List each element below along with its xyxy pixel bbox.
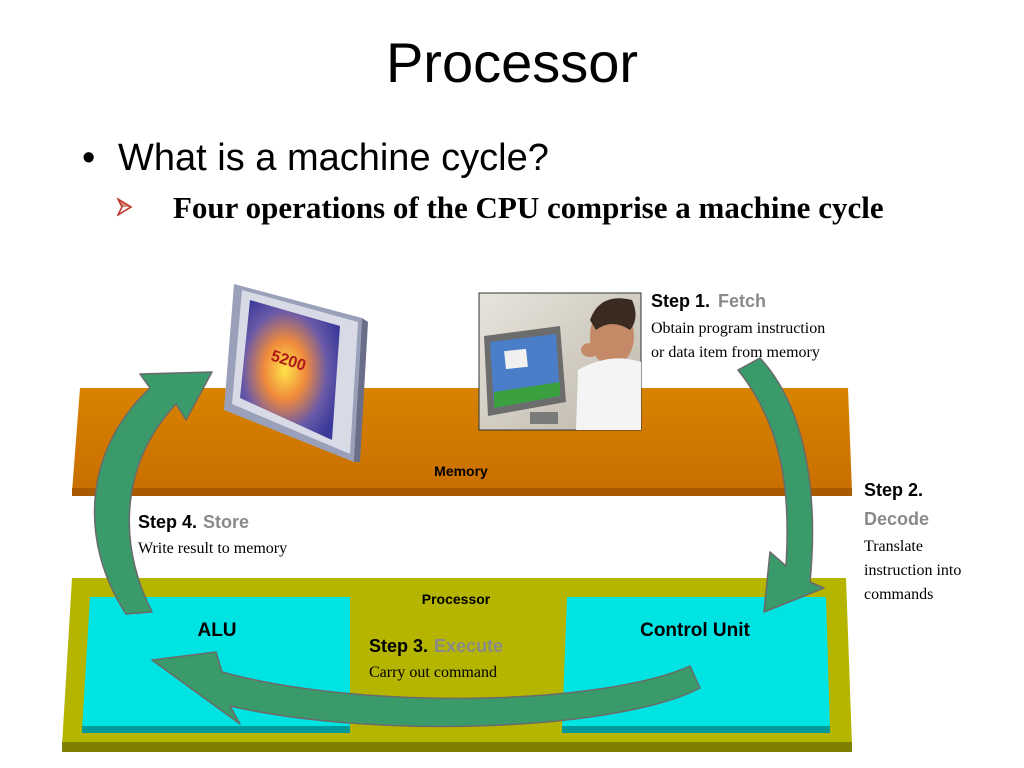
step-1-label: Step 1.Fetch Obtain program instruction … bbox=[651, 291, 825, 361]
step-4-desc-line-1: Write result to memory bbox=[138, 540, 287, 557]
cycle-arrows bbox=[93, 357, 825, 728]
step-2-desc-line-3: commands bbox=[864, 586, 933, 603]
slide-title: Processor bbox=[385, 31, 639, 94]
execute-arrow bbox=[151, 651, 701, 728]
processor-label: Processor bbox=[422, 591, 491, 607]
bullet-item: • What is a machine cycle? bbox=[82, 137, 549, 180]
step-3-name: Execute bbox=[434, 636, 503, 656]
step-3-label: Step 3. Execute Carry out command bbox=[369, 636, 503, 681]
svg-text:Step 3.Execute: Step 3. Execute bbox=[369, 636, 503, 656]
store-arrow bbox=[93, 371, 213, 615]
step-2-name: Decode bbox=[864, 509, 929, 529]
person-computer-photo bbox=[478, 292, 642, 431]
step-4-label: Step 4. Store Write result to memory bbox=[138, 512, 287, 557]
bullet-marker: • bbox=[82, 137, 96, 179]
alu-label: ALU bbox=[197, 620, 236, 641]
bullet-text: What is a machine cycle? bbox=[118, 137, 549, 179]
control-unit-label: Control Unit bbox=[640, 620, 750, 641]
step-2-desc-line-2: instruction into bbox=[864, 562, 961, 579]
step-3-desc-line-1: Carry out command bbox=[369, 664, 497, 681]
step-4-name: Store bbox=[203, 512, 249, 532]
arrowhead-bullet-icon bbox=[117, 197, 133, 217]
step-3-number: Step 3. bbox=[369, 636, 428, 656]
step-1-desc-line-2: or data item from memory bbox=[651, 344, 820, 361]
step-2-label: Step 2. Decode Translate instruction int… bbox=[864, 480, 961, 603]
monitor-image: 5200 bbox=[224, 284, 368, 462]
svg-text:Step 1.Fetch: Step 1. Fetch bbox=[651, 291, 766, 311]
step-1-number: Step 1. bbox=[651, 291, 710, 311]
step-2-desc-line-1: Translate bbox=[864, 538, 923, 555]
fetch-decode-arrow bbox=[737, 357, 825, 613]
sub-bullet-text: Four operations of the CPU comprise a ma… bbox=[173, 190, 884, 225]
step-2-number: Step 2. bbox=[864, 480, 923, 500]
svg-text:Step 4.Store: Step 4. Store bbox=[138, 512, 249, 532]
step-1-name: Fetch bbox=[718, 291, 766, 311]
step-1-desc-line-1: Obtain program instruction bbox=[651, 320, 825, 337]
memory-label: Memory bbox=[434, 463, 488, 479]
step-4-number: Step 4. bbox=[138, 512, 197, 532]
